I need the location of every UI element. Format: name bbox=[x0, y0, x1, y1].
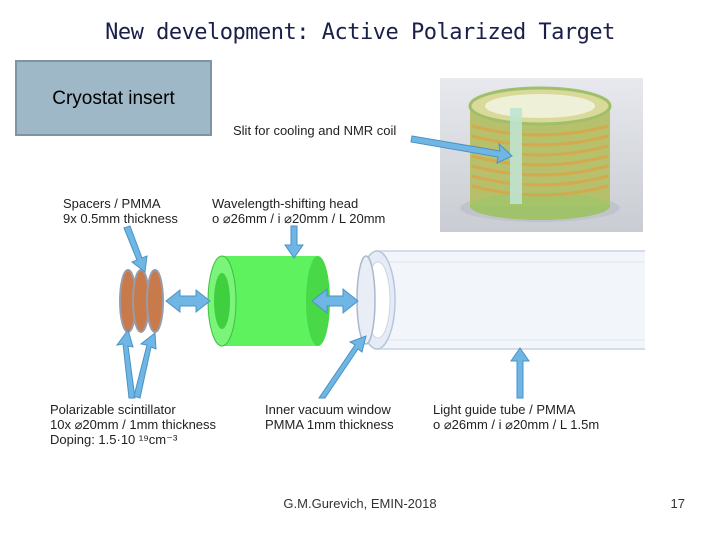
spacers-label-line1: Spacers / PMMA bbox=[63, 196, 161, 211]
slit-label: Slit for cooling and NMR coil bbox=[233, 123, 397, 138]
slit-arrow-icon bbox=[410, 135, 513, 164]
target-holder-photo bbox=[440, 78, 643, 232]
scintillator-label-line2: 10x ⌀20mm / 1mm thickness bbox=[50, 417, 217, 432]
footer-author: G.M.Gurevich, EMIN-2018 bbox=[283, 496, 437, 511]
spacers-label-line2: 9x 0.5mm thickness bbox=[63, 211, 178, 226]
guide-label-line1: Light guide tube / PMMA bbox=[433, 402, 576, 417]
head-label-line1: Wavelength-shifting head bbox=[212, 196, 359, 211]
scint-arrow-right-icon bbox=[133, 332, 157, 399]
light-guide-tube bbox=[358, 250, 645, 350]
head-label-line2: o ⌀26mm / i ⌀20mm / L 20mm bbox=[212, 211, 386, 226]
guide-arrow-icon bbox=[510, 347, 530, 399]
scintillator-label-line3: Doping: 1.5·10 ¹⁹cm⁻³ bbox=[50, 432, 178, 447]
slide-title: New development: Active Polarized Target bbox=[105, 20, 615, 45]
window-label-line1: Inner vacuum window bbox=[265, 402, 391, 417]
guide-label-line2: o ⌀26mm / i ⌀20mm / L 1.5m bbox=[433, 417, 600, 432]
double-arrow-head-window-icon bbox=[311, 287, 359, 315]
head-arrow-icon bbox=[284, 225, 304, 259]
cryostat-insert-box bbox=[15, 60, 212, 136]
scint-arrow-left-icon bbox=[115, 328, 136, 399]
page-number: 17 bbox=[670, 496, 685, 511]
wavelength-shifting-head bbox=[207, 255, 330, 347]
window-arrow-icon bbox=[318, 335, 367, 399]
double-arrow-discs-head-icon bbox=[165, 288, 211, 314]
target-holder-image bbox=[460, 86, 620, 222]
scintillator-discs bbox=[119, 269, 164, 333]
scintillator-label-line1: Polarizable scintillator bbox=[50, 402, 176, 417]
spacers-arrow-icon bbox=[123, 225, 148, 273]
cryostat-insert-label: Cryostat insert bbox=[52, 88, 175, 109]
inner-vacuum-window bbox=[356, 255, 376, 345]
window-label-line2: PMMA 1mm thickness bbox=[265, 417, 394, 432]
arrows bbox=[115, 135, 530, 399]
